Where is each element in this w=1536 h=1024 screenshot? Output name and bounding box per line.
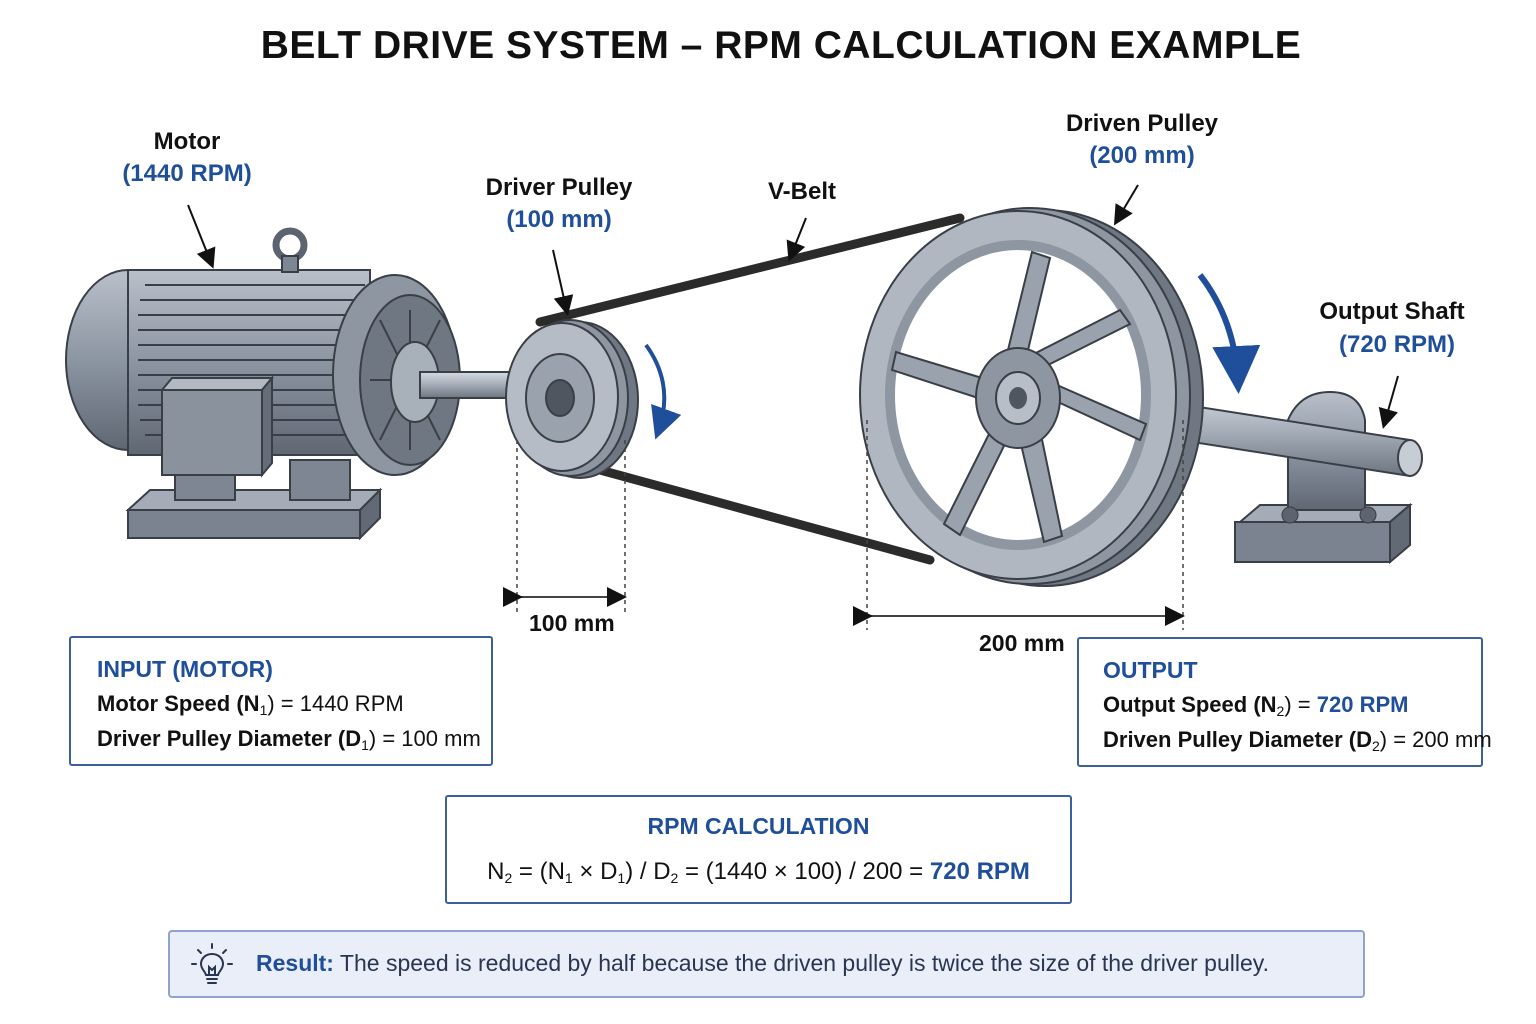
driven-pulley-pointer-icon	[1113, 184, 1139, 226]
v-belt-pointer-icon	[786, 217, 807, 262]
driver-pulley-pointer-icon	[552, 249, 574, 316]
result-text: Result: The speed is reduced by half bec…	[256, 950, 1269, 976]
calculation-formula: N2 = (N1 × D1) / D2 = (1440 × 100) / 200…	[487, 858, 1030, 886]
v-belt	[535, 213, 965, 565]
calculation-result-value: 720 RPM	[929, 858, 1030, 885]
driver-dimension-label: 100 mm	[529, 610, 615, 636]
result-banner: Result: The speed is reduced by half bec…	[168, 930, 1365, 998]
motor-label: Motor	[153, 128, 221, 155]
driven-dimension-line	[853, 420, 1185, 630]
motor-rpm-value: (1440 RPM)	[122, 160, 252, 187]
v-belt-label: V-Belt	[767, 178, 836, 205]
driven-rotation-arrow-icon	[1197, 273, 1261, 394]
driven-pulley-value: (200 mm)	[1089, 142, 1195, 169]
driver-rotation-arrow-icon	[644, 343, 682, 440]
driver-pulley-label: Driver Pulley	[485, 174, 633, 201]
input-motor-box: INPUT (MOTOR) Motor Speed (N1) = 1440 RP…	[69, 636, 493, 766]
input-box-heading: INPUT (MOTOR)	[97, 656, 273, 682]
output-box: OUTPUT Output Speed (N2) = 720 RPM Drive…	[1077, 637, 1492, 767]
calculation-heading: RPM CALCULATION	[647, 813, 870, 839]
driver-pulley-value: (100 mm)	[506, 206, 612, 233]
driven-pulley-label: Driven Pulley	[1065, 110, 1219, 137]
output-speed-line: Output Speed (N2) = 720 RPM	[1103, 692, 1409, 719]
motor-pointer-icon	[187, 204, 216, 269]
output-shaft-label: Output Shaft	[1319, 298, 1465, 325]
motor-shaft	[419, 371, 516, 399]
driven-pulley	[859, 207, 1204, 587]
motor-speed-line: Motor Speed (N1) = 1440 RPM	[97, 691, 404, 718]
driver-diameter-line: Driver Pulley Diameter (D1) = 100 mm	[97, 726, 481, 753]
driver-pulley	[505, 319, 639, 479]
motor	[65, 227, 461, 541]
page-title: BELT DRIVE SYSTEM – RPM CALCULATION EXAM…	[260, 24, 1302, 67]
driver-dimension-line	[503, 440, 627, 612]
rpm-calculation-box: RPM CALCULATION N2 = (N1 × D1) / D2 = (1…	[445, 795, 1072, 904]
output-shaft-pointer-icon	[1378, 375, 1399, 429]
driven-dimension-label: 200 mm	[979, 630, 1065, 656]
driven-diameter-line: Driven Pulley Diameter (D2) = 200 mm	[1103, 727, 1492, 754]
output-box-heading: OUTPUT	[1103, 657, 1198, 683]
lightbulb-icon	[191, 943, 233, 984]
output-shaft-value: (720 RPM)	[1338, 331, 1456, 358]
